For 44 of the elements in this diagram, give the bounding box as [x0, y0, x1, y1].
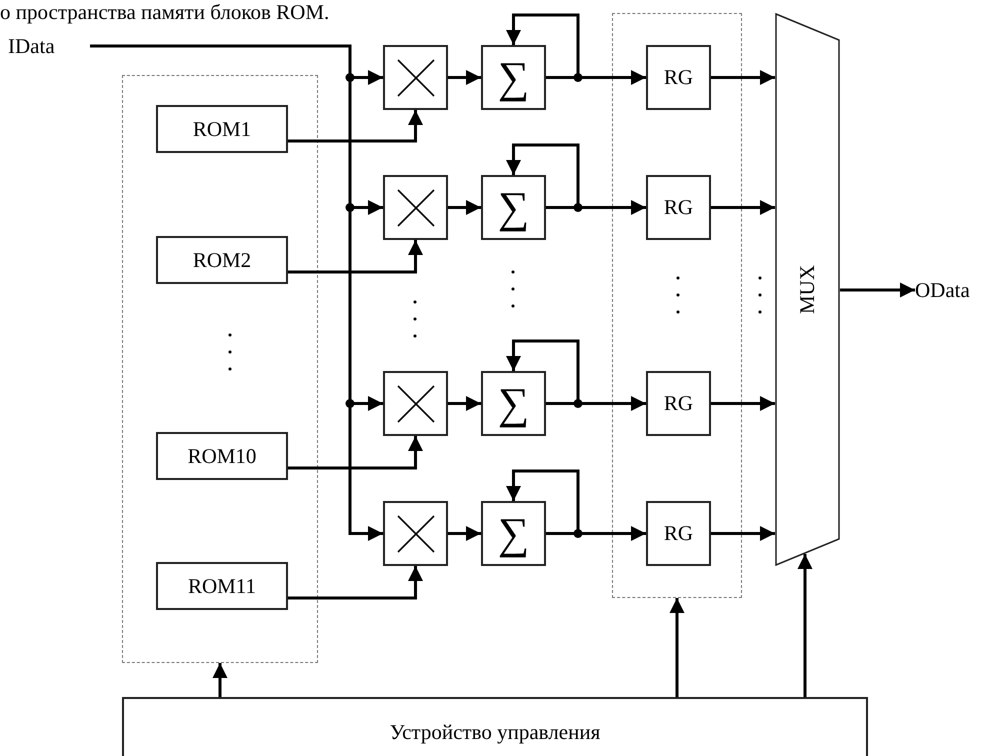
arrow	[798, 554, 812, 697]
arrow	[288, 436, 423, 470]
arrow	[448, 200, 481, 215]
arrow	[711, 200, 775, 215]
arrow	[448, 70, 481, 85]
rom-block: ROM2	[156, 236, 288, 284]
arrow	[288, 240, 423, 274]
arrow	[212, 663, 228, 697]
multiplier-box	[383, 175, 448, 240]
multiplexer	[775, 13, 840, 566]
arrow	[711, 396, 775, 411]
sum-symbol: ∑	[498, 52, 530, 103]
arrow	[711, 70, 775, 85]
rom-block: ROM10	[156, 432, 288, 480]
adder-box	[481, 371, 546, 436]
sum-symbol: ∑	[498, 378, 530, 429]
control-unit-box: Устройство управления	[122, 697, 868, 756]
arrow	[288, 110, 423, 142]
multiplier-box	[383, 45, 448, 110]
multiplier-box	[383, 501, 448, 566]
adder-box	[481, 501, 546, 566]
sum-symbol: ∑	[498, 182, 530, 233]
arrow	[670, 598, 684, 697]
rom-block: ROM1	[156, 105, 288, 153]
signal-name: OData	[915, 278, 970, 302]
caption-fragment: о пространства памяти блоков ROM.	[0, 0, 330, 25]
register-box: RG	[646, 45, 711, 110]
adder-box	[481, 175, 546, 240]
rom-block: ROM11	[156, 562, 288, 610]
arrow	[288, 566, 423, 600]
signal-name: IData	[8, 34, 55, 58]
sum-symbol: ∑	[498, 508, 530, 559]
arrow	[448, 526, 481, 541]
rom-group	[122, 75, 318, 663]
adder-box	[481, 45, 546, 110]
multiplier-box	[383, 371, 448, 436]
node-label: MUX	[795, 265, 820, 314]
arrow	[840, 282, 915, 298]
arrow	[448, 396, 481, 411]
register-group	[612, 13, 742, 598]
arrow	[711, 526, 775, 541]
register-box: RG	[646, 175, 711, 240]
register-box: RG	[646, 501, 711, 566]
register-box: RG	[646, 371, 711, 436]
